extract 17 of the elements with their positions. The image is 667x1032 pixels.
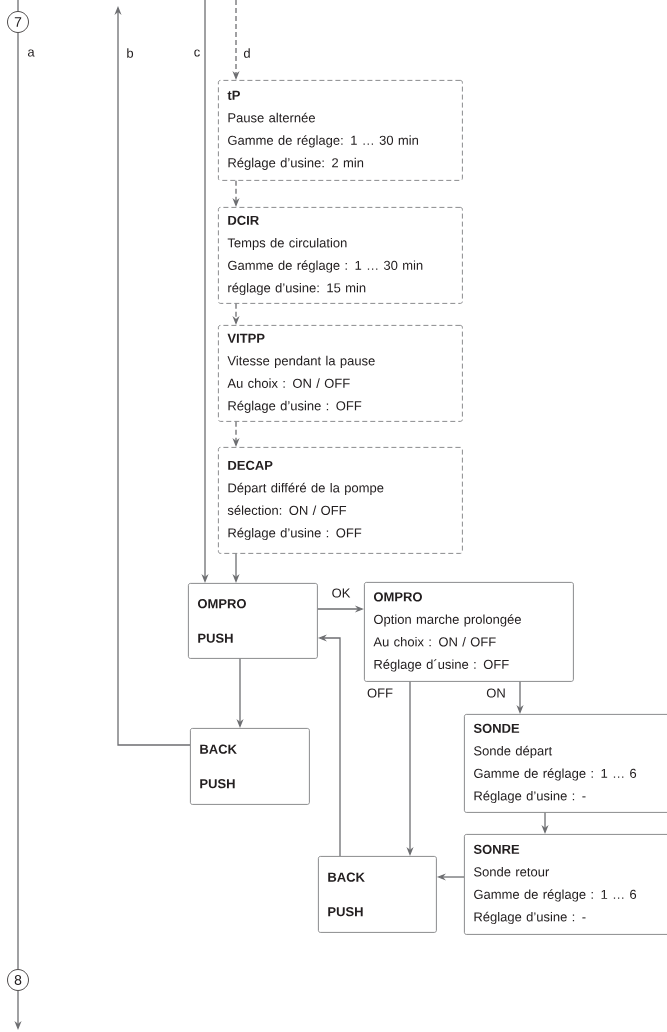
step-box: BACK PUSH [190, 728, 310, 805]
menu-box: DECAP Départ différé de la pompe sélection: ON / OFF Réglage d’usine : OFF [218, 447, 463, 554]
menu-box: DCIR Temps de circulation Gamme de réglage : 1 … 30 min réglage d’usine: 15 min [218, 207, 463, 304]
step-box: BACK PUSH [318, 856, 437, 933]
edge-label: b [125, 47, 135, 59]
edge-label: ON [485, 687, 507, 699]
edge-label: d [242, 47, 252, 59]
step-box: OMPRO PUSH [188, 583, 318, 659]
edge-label: OFF [366, 687, 394, 699]
menu-box: VITPP Vitesse pendant la pause Au choix : ON / OFF Réglage d’usine : OFF [218, 325, 463, 422]
edge-label: a [26, 48, 36, 58]
step-box: SONDE Sonde départ Gamme de réglage : 1 … 6 Réglage d’usine : - [464, 714, 667, 813]
step-box: OMPRO Option marche prolongée Au choix : ON / OFF Réglage d´usine : OFF [364, 582, 574, 682]
menu-box: tP Pause alternée Gamme de réglage: 1 … 30 min Réglage d’usine: 2 min [218, 80, 463, 181]
step-box: SONRE Sonde retour Gamme de réglage : 1 … 6 Réglage d’usine : - [464, 834, 667, 935]
edge-label: OK [330, 587, 352, 599]
edge-label: c [192, 48, 202, 58]
